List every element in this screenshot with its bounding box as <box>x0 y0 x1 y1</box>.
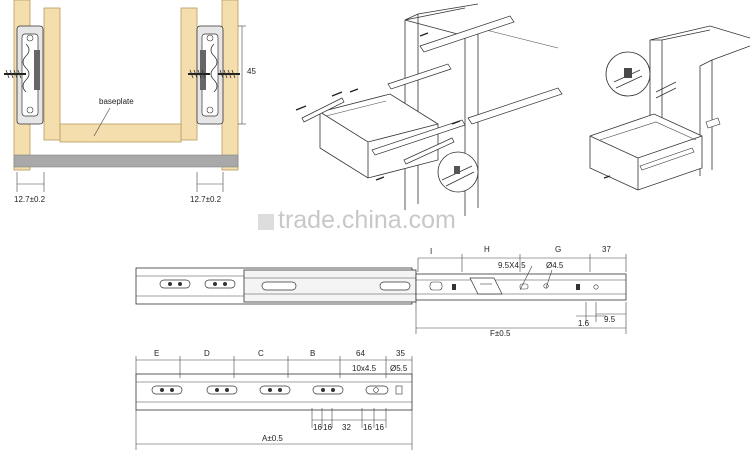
dim-label: 16 <box>363 423 372 432</box>
dim-label: G <box>555 245 561 254</box>
dim-label: I <box>430 247 432 256</box>
left-drawer-side <box>43 7 61 141</box>
dim-label: E <box>154 349 159 358</box>
dim-label: 35 <box>396 349 405 358</box>
baseplate-label: baseplate <box>99 97 134 106</box>
dim-label: H <box>484 245 490 254</box>
rail-top-drawing: I H G 37 9.5X4.5 Ø4.5 1.6 9.5 F±0.5 <box>135 245 627 338</box>
watermark-text: trade.china.com <box>278 206 456 234</box>
dim-label: A±0.5 <box>262 434 283 443</box>
dim-label: C <box>258 349 264 358</box>
dim-label: Ø5.5 <box>390 364 408 373</box>
dim-label: 37 <box>602 245 611 254</box>
screw-icon <box>218 69 240 79</box>
right-slide-profile <box>196 25 224 125</box>
gap-left-label: 12.7±0.2 <box>14 195 46 204</box>
dim-label: 64 <box>356 349 365 358</box>
exploded-view <box>295 3 563 216</box>
screw-icon <box>188 69 210 79</box>
dim-label: F±0.5 <box>490 329 511 338</box>
dim-label: 16 <box>323 423 332 432</box>
dim-label: Ø4.5 <box>546 261 564 270</box>
dim-label: 32 <box>342 423 351 432</box>
dim-label: D <box>204 349 210 358</box>
dim-label: B <box>310 349 315 358</box>
gap-right-label: 12.7±0.2 <box>190 195 222 204</box>
height-label: 45 <box>247 67 256 76</box>
assembled-view <box>589 25 750 191</box>
right-cabinet-wall <box>221 0 239 171</box>
dim-label: 16 <box>313 423 322 432</box>
dim-label: 1.6 <box>578 319 590 328</box>
watermark-icon <box>258 214 274 230</box>
bottom-strip <box>13 154 239 168</box>
cross-section: 45 baseplate 12.7±0.2 12.7±0.2 <box>4 0 256 204</box>
screw-icon <box>4 69 26 79</box>
dim-label: 10x4.5 <box>352 364 377 373</box>
baseplate <box>59 123 182 143</box>
rail-bottom-drawing: E D C B 64 35 10x4.5 Ø5.5 16 16 32 16 16… <box>135 349 413 450</box>
left-slide-profile <box>16 25 44 125</box>
dim-label: 9.5 <box>604 315 616 324</box>
dim-label: 9.5X4.5 <box>498 261 526 270</box>
dim-label: 16 <box>375 423 384 432</box>
